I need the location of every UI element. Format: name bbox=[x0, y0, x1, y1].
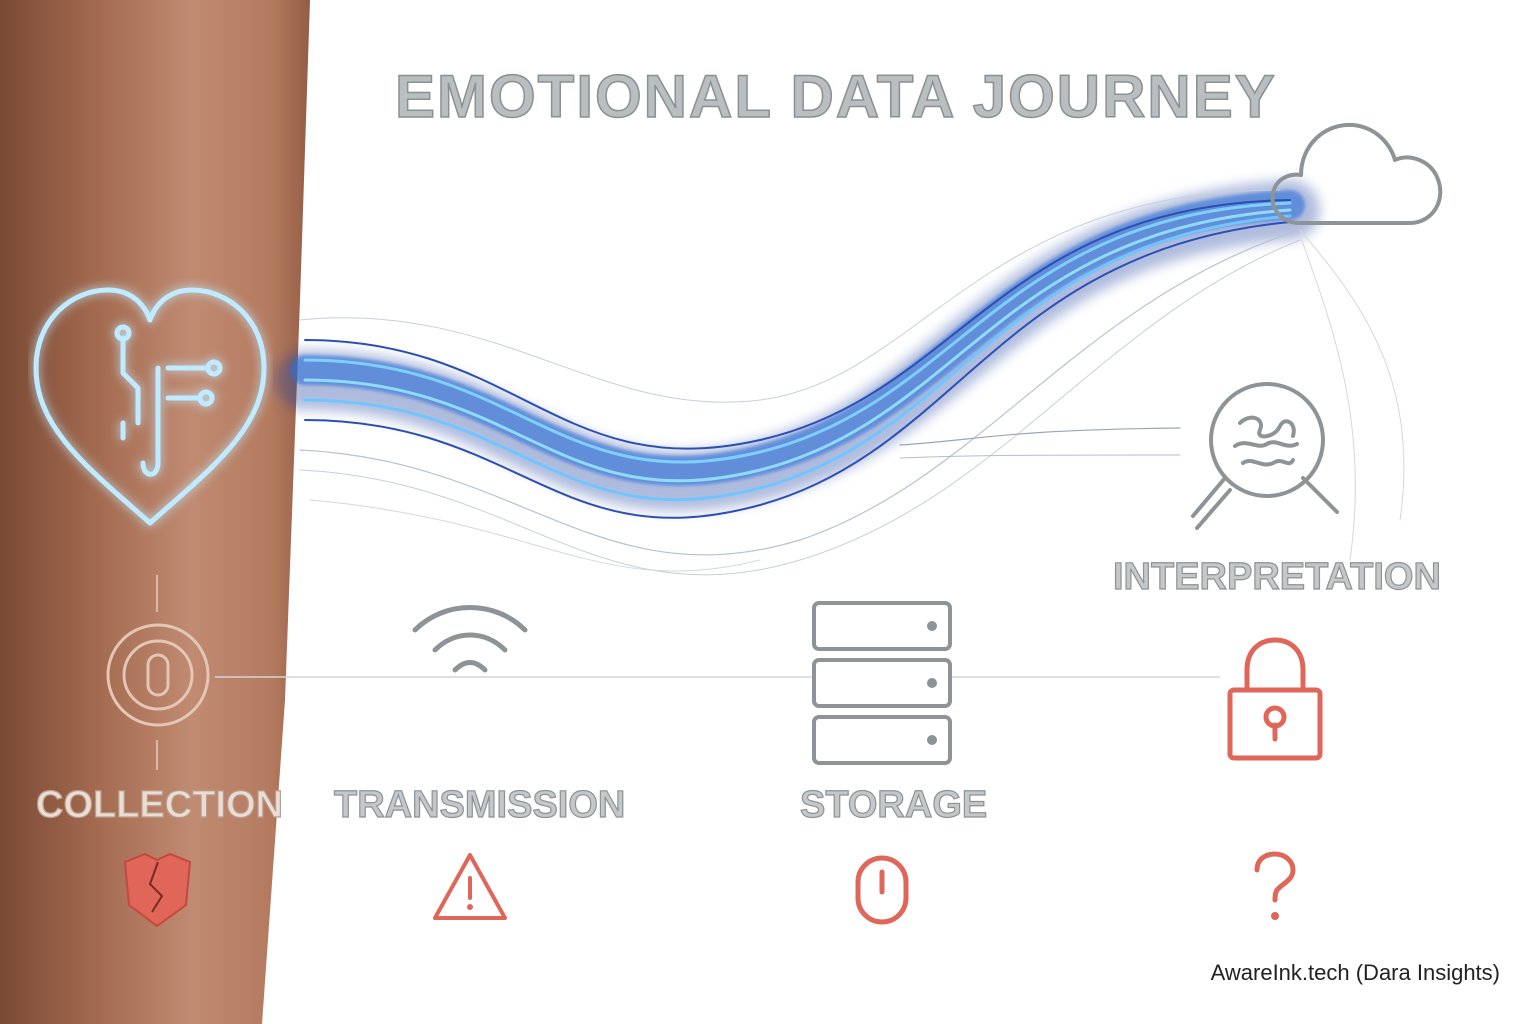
warning-triangle-icon bbox=[433, 853, 507, 920]
cracked-shield-icon bbox=[123, 852, 192, 928]
wifi-icon bbox=[412, 605, 528, 673]
question-icon bbox=[1254, 851, 1296, 920]
stage-label-collection: COLLECTION bbox=[35, 783, 283, 826]
zero-ring-icon bbox=[106, 623, 210, 727]
cloud-icon bbox=[1270, 122, 1443, 225]
stage-label-storage: STORAGE bbox=[799, 783, 988, 826]
zero-icon bbox=[855, 855, 909, 925]
forearm bbox=[0, 0, 310, 1024]
brain-magnifier-icon bbox=[1191, 382, 1339, 530]
heart-circuit-icon bbox=[33, 287, 267, 526]
credit-text: AwareInk.tech (Dara Insights) bbox=[1210, 960, 1500, 985]
stage-label-transmission: TRANSMISSION bbox=[333, 783, 626, 826]
padlock-icon bbox=[1227, 637, 1323, 761]
diagram-title: EMOTIONAL DATA JOURNEY bbox=[394, 62, 1277, 131]
stage-label-interpretation: INTERPRETATION bbox=[1112, 555, 1441, 598]
server-stack-icon bbox=[812, 601, 952, 765]
